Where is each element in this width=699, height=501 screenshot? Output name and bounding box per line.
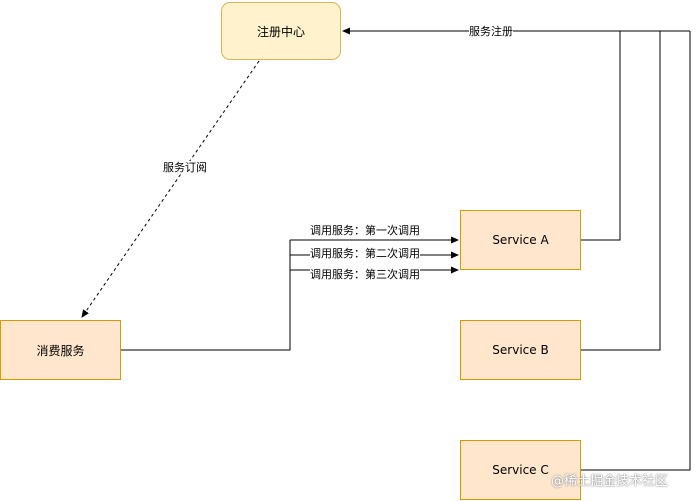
subscribe-arrow xyxy=(81,60,260,318)
call-2-edge-label: 调用服务：第二次调用 xyxy=(310,247,420,260)
register-line-service-a xyxy=(581,31,621,241)
register-line-service-b xyxy=(581,31,661,351)
registry-label: 注册中心 xyxy=(256,24,305,39)
consumer-label: 消费服务 xyxy=(36,343,85,358)
service-c-label: Service C xyxy=(492,463,549,477)
service-c-node[interactable]: Service C xyxy=(460,440,581,500)
service-a-label: Service A xyxy=(492,233,549,247)
registry-node[interactable]: 注册中心 xyxy=(221,2,341,60)
service-b-node[interactable]: Service B xyxy=(460,320,581,380)
call-1-edge-label: 调用服务：第一次调用 xyxy=(310,224,420,237)
service-a-node[interactable]: Service A xyxy=(460,210,581,270)
subscribe-edge-label: 服务订阅 xyxy=(163,161,207,174)
register-edge-label: 服务注册 xyxy=(469,25,513,38)
call-trunk-line xyxy=(121,240,291,351)
service-b-label: Service B xyxy=(492,343,549,357)
call-3-edge-label: 调用服务：第三次调用 xyxy=(310,268,420,281)
watermark-text: @稀土掘金技术社区 xyxy=(551,474,669,489)
consumer-node[interactable]: 消费服务 xyxy=(0,320,121,380)
register-line-service-c xyxy=(581,31,691,471)
